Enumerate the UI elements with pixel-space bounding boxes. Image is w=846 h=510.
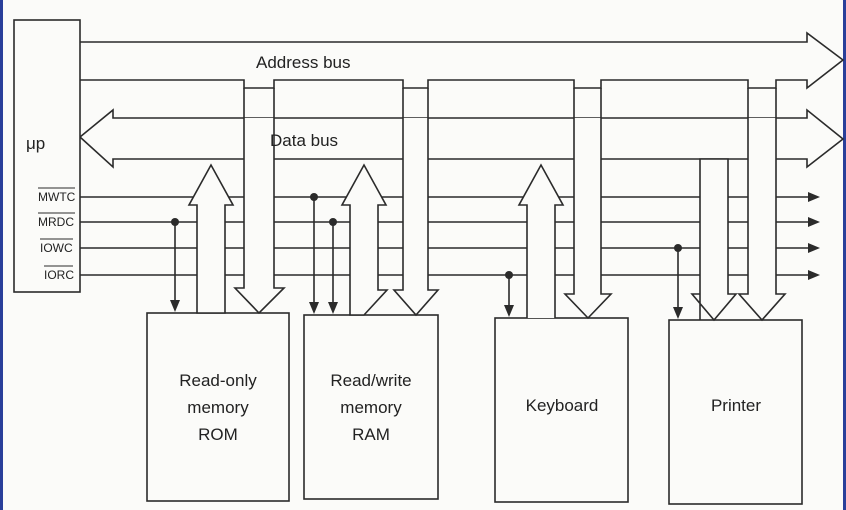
keyboard-box bbox=[494, 317, 629, 503]
keyboard-address-arrow bbox=[563, 118, 613, 320]
keyboard-data-arrow bbox=[517, 163, 565, 318]
ram-label-line3: RAM bbox=[352, 425, 390, 444]
printer-box bbox=[668, 319, 803, 505]
data-bus-label: Data bus bbox=[270, 131, 338, 150]
ram-label-line2: memory bbox=[340, 398, 402, 417]
printer-address-arrow bbox=[737, 118, 787, 322]
address-bus bbox=[80, 31, 845, 90]
cpu-label: μp bbox=[26, 134, 45, 153]
rom-label-line1: Read-only bbox=[179, 371, 257, 390]
signal-labels: MWTC MRDC IOWC IORC bbox=[38, 190, 76, 282]
data-bus bbox=[78, 108, 845, 169]
signal-overbars bbox=[38, 187, 75, 267]
printer-data-arrow bbox=[690, 158, 738, 322]
rom-label-line3: ROM bbox=[198, 425, 238, 444]
signal-label-iorc: IORC bbox=[44, 268, 74, 282]
keyboard-label: Keyboard bbox=[526, 396, 599, 415]
rom-label-line2: memory bbox=[187, 398, 249, 417]
window-border-right bbox=[843, 0, 846, 510]
signal-label-mrdc: MRDC bbox=[38, 215, 74, 229]
signal-label-mwtc: MWTC bbox=[38, 190, 76, 204]
rom-address-arrow bbox=[233, 118, 286, 315]
ram-box bbox=[303, 314, 439, 500]
ram-data-arrow bbox=[340, 163, 389, 316]
ram-label-line1: Read/write bbox=[330, 371, 411, 390]
printer-label: Printer bbox=[711, 396, 761, 415]
rom-data-arrow bbox=[187, 163, 235, 314]
control-taps bbox=[170, 193, 683, 319]
signal-label-iowc: IOWC bbox=[40, 241, 73, 255]
cpu-box bbox=[13, 19, 81, 293]
ram-address-arrow bbox=[392, 118, 440, 317]
window-border-left bbox=[0, 0, 3, 510]
address-bus-label: Address bus bbox=[256, 53, 351, 72]
